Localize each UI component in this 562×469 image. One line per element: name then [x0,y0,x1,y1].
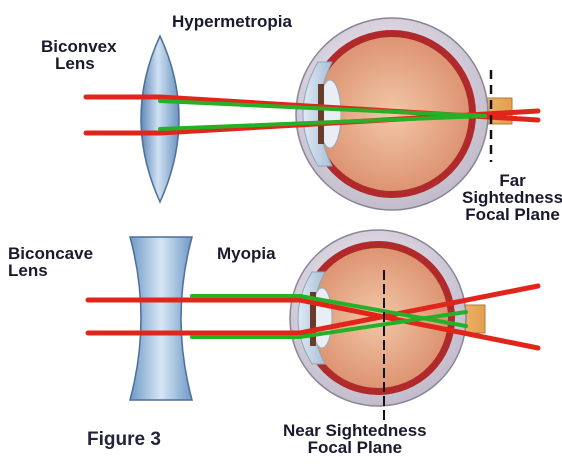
biconvex-lens-label: Biconvex Lens [41,38,117,72]
biconvex-lens-label-line-2: Lens [41,55,117,72]
biconvex-lens-label-line-1: Biconvex [41,38,117,55]
figure-caption: Figure 3 [87,430,161,449]
far-focal-label-line-3: Focal Plane [462,206,562,223]
biconvex-lens [141,36,179,202]
near-sightedness-focal-plane-label: Near Sightedness Focal Plane [283,422,427,456]
bottom-panel [88,230,538,420]
myopia-title: Myopia [217,245,276,262]
near-focal-label-line-1: Near Sightedness [283,422,427,439]
far-focal-label-line-1: Far [462,172,562,189]
biconcave-lens [130,237,192,400]
near-focal-label-line-2: Focal Plane [283,439,427,456]
biconcave-lens-label: Biconcave Lens [8,245,93,279]
hypermetropia-title: Hypermetropia [172,13,292,30]
far-focal-label-line-2: Sightedness [462,189,562,206]
biconcave-lens-label-line-2: Lens [8,262,93,279]
biconcave-lens-label-line-1: Biconcave [8,245,93,262]
top-iris [318,84,324,144]
far-sightedness-focal-plane-label: Far Sightedness Focal Plane [462,172,562,223]
